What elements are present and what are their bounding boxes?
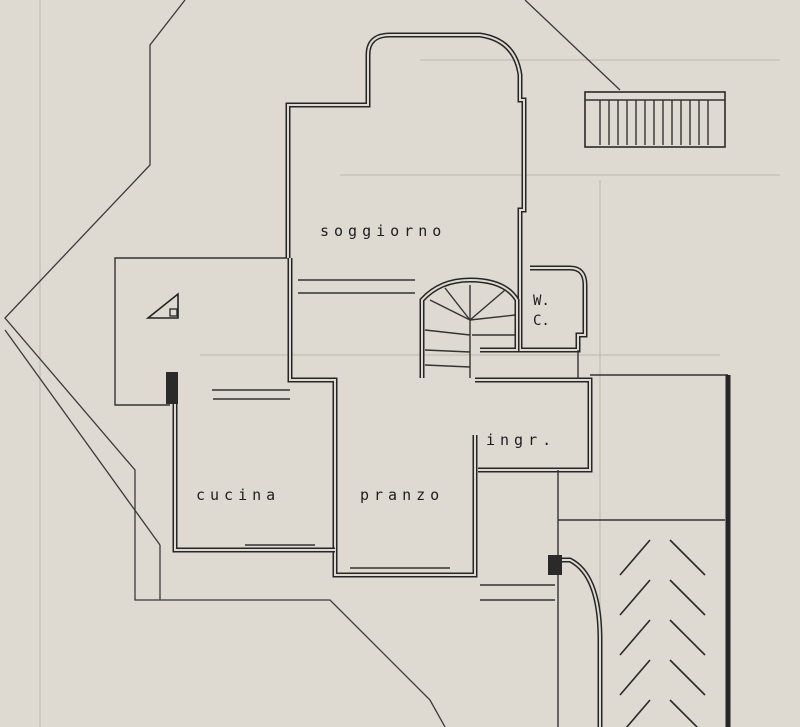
room-label-pranzo: pranzo (360, 486, 444, 504)
walls (172, 32, 593, 578)
driveway-hatch (625, 699, 651, 727)
driveway-hatch (619, 659, 651, 696)
exterior-stair (584, 91, 726, 148)
driveway-hatch (669, 619, 706, 656)
room-label-cucina: cucina (196, 486, 280, 504)
interior-lines (166, 279, 728, 601)
spiral-staircase (419, 277, 520, 378)
driveway-hatch (619, 539, 651, 576)
driveway-hatch (619, 579, 651, 616)
driveway-hatch (669, 579, 706, 616)
driveway-hatch (619, 619, 651, 656)
room-label-wc-line2: C. (533, 313, 550, 329)
room-label-soggiorno: soggiorno (320, 222, 446, 240)
lot-boundary (4, 0, 621, 727)
terrace (114, 257, 290, 406)
driveway-hatch (669, 539, 706, 576)
room-label-ingresso: ingr. (486, 431, 556, 449)
driveway-hatch (669, 659, 706, 696)
room-label-wc-line1: W. (533, 293, 550, 309)
driveway (548, 375, 731, 727)
north-arrow-icon (145, 292, 179, 319)
background-markings (39, 0, 780, 727)
driveway-hatch (669, 699, 699, 727)
